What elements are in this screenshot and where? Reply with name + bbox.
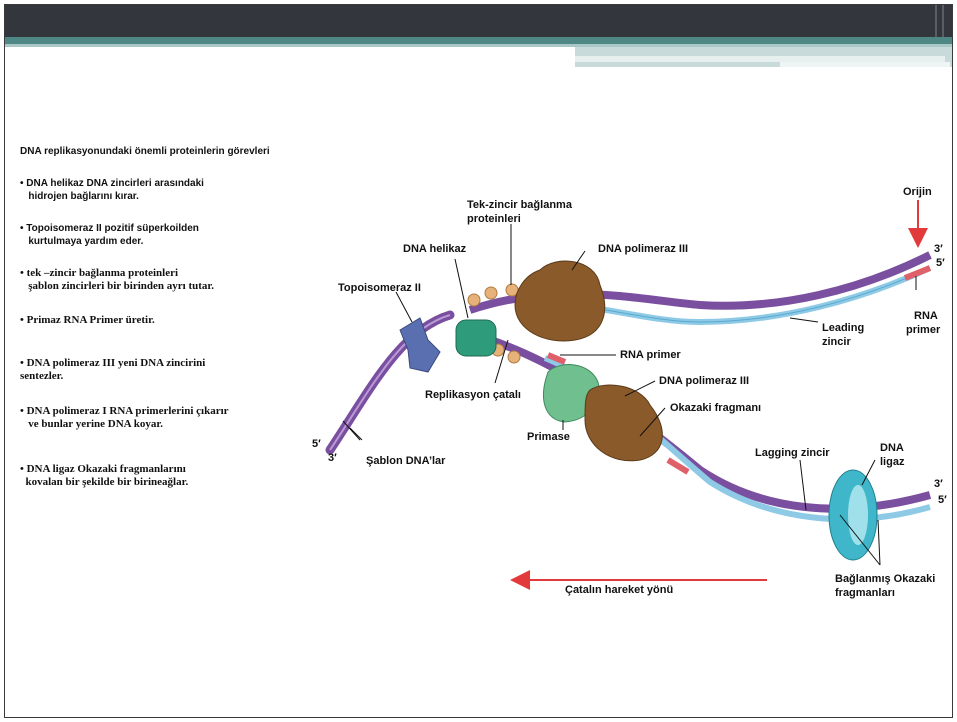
label-baglanmis-2: fragmanları [835,587,895,599]
polymerase3-mid-shape [585,385,662,461]
label-orijin: Orijin [903,186,932,198]
label-tek-zincir: Tek-zincir bağlanma [467,199,573,211]
label-leading-2: zincir [822,336,851,348]
label-dna-polimeraz-top: DNA polimeraz III [598,243,688,255]
label-rna-primer-mid: RNA primer [620,349,681,361]
label-rna-primer-right: RNA [914,310,938,322]
ssb-protein [485,287,497,299]
ssb-protein [508,351,520,363]
label-okazaki: Okazaki fragmanı [670,402,761,414]
label-dna-ligaz-2: ligaz [880,456,905,468]
template-strand-left [330,315,450,450]
label-replikasyon: Replikasyon çatalı [425,389,521,401]
label-baglanmis: Bağlanmış Okazaki [835,573,935,585]
label-leading: Leading [822,322,864,334]
ligase-hole [848,485,868,545]
polymerase3-top-shape [515,261,605,341]
label-primase: Primase [527,431,570,443]
label-lagging: Lagging zincir [755,447,830,459]
label-5prime-top: 5′ [936,257,945,269]
label-3prime-top: 3′ [934,243,943,255]
label-dna-ligaz: DNA [880,442,904,454]
label-5prime-left: 5′ [312,438,321,450]
label-dna-helikaz: DNA helikaz [403,243,467,255]
label-hareket: Çatalın hareket yönü [565,584,673,596]
label-3prime-bottom: 3′ [934,478,943,490]
label-5prime-bottom: 5′ [938,494,947,506]
label-sablon: Şablon DNA’lar [366,455,446,467]
ssb-protein [468,294,480,306]
label-3prime-left: 3′ [328,452,337,464]
label-dna-polimeraz-mid: DNA polimeraz III [659,375,749,387]
label-rna-primer-right-2: primer [906,324,941,336]
label-tek-zincir-2: proteinleri [467,213,521,225]
helicase-shape [456,320,496,356]
label-topoisomeraz: Topoisomeraz II [338,282,421,294]
